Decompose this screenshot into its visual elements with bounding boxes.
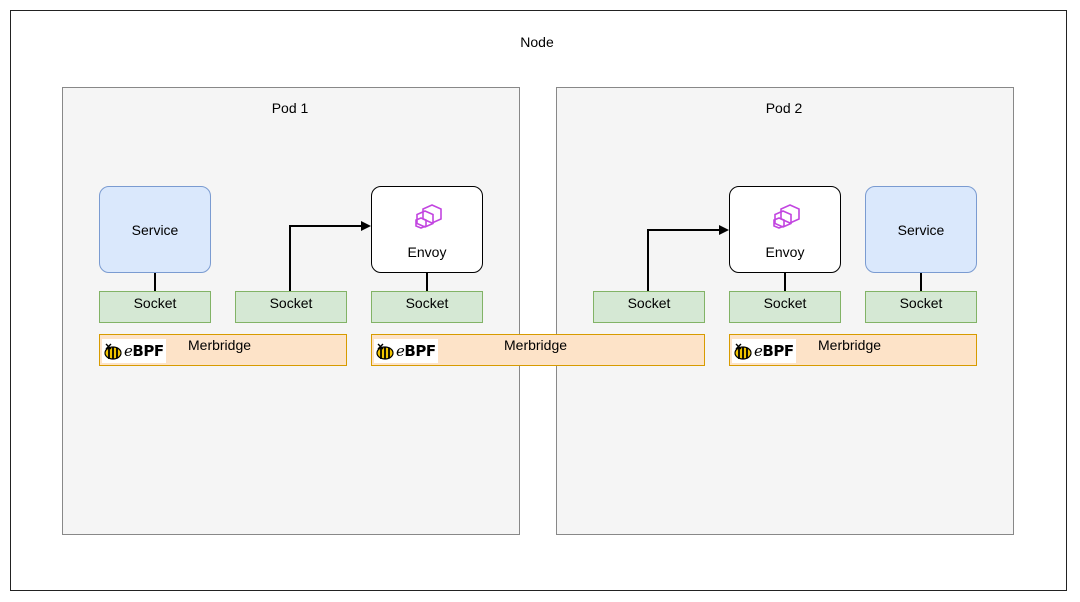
service-box-pod-2: Service [865, 186, 977, 273]
merbridge-label: Merbridge [188, 337, 252, 353]
socket-label: Socket [269, 295, 313, 311]
ebpf-logo-text: BPF [404, 342, 436, 360]
service-label: Service [897, 221, 945, 238]
envoy-socket-connector [426, 273, 428, 291]
ebpf-logo: eBPF [732, 339, 796, 363]
ebpf-logo: eBPF [374, 339, 438, 363]
socket-label: Socket [763, 295, 807, 311]
arrow-socket-to-envoy-pod-2 [647, 225, 729, 291]
merbridge-bar-pod-1: eBPF Merbridge [99, 334, 347, 366]
envoy-box-pod-1: Envoy [371, 186, 483, 273]
service-socket-connector [154, 273, 156, 291]
ebpf-logo-prefix: e [754, 342, 763, 360]
merbridge-bar-pod-2: eBPF Merbridge [729, 334, 977, 366]
envoy-socket-connector [784, 273, 786, 291]
ebpf-logo-text: BPF [762, 342, 794, 360]
envoy-logo-icon [415, 204, 442, 229]
pod-1-label: Pod 1 [271, 100, 309, 116]
envoy-box-pod-2: Envoy [729, 186, 841, 273]
socket-label: Socket [899, 295, 943, 311]
socket-envoy-pod-2: Socket [729, 291, 841, 323]
envoy-label: Envoy [407, 244, 447, 260]
bee-icon [104, 343, 122, 360]
socket-envoy-pod-1: Socket [371, 291, 483, 323]
merbridge-label: Merbridge [504, 337, 568, 353]
envoy-logo-icon [773, 204, 800, 229]
service-label: Service [131, 221, 179, 238]
ebpf-logo-prefix: e [124, 342, 133, 360]
service-box-pod-1: Service [99, 186, 211, 273]
socket-service-pod-2: Socket [865, 291, 977, 323]
socket-label: Socket [627, 295, 671, 311]
socket-outbound-pod-2: Socket [593, 291, 705, 323]
service-socket-connector [920, 273, 922, 291]
bee-icon [376, 343, 394, 360]
arrow-socket-to-envoy-pod-1 [289, 221, 371, 291]
socket-service-pod-1: Socket [99, 291, 211, 323]
node-label: Node [520, 34, 554, 50]
socket-label: Socket [405, 295, 449, 311]
envoy-label: Envoy [765, 244, 805, 260]
ebpf-logo-text: BPF [132, 342, 164, 360]
ebpf-logo-prefix: e [396, 342, 405, 360]
socket-label: Socket [133, 295, 177, 311]
socket-outbound-pod-1: Socket [235, 291, 347, 323]
merbridge-label: Merbridge [818, 337, 882, 353]
pod-2-label: Pod 2 [765, 100, 803, 116]
ebpf-logo: eBPF [102, 339, 166, 363]
merbridge-bar-cross-pod: eBPF Merbridge [371, 334, 705, 366]
bee-icon [734, 343, 752, 360]
